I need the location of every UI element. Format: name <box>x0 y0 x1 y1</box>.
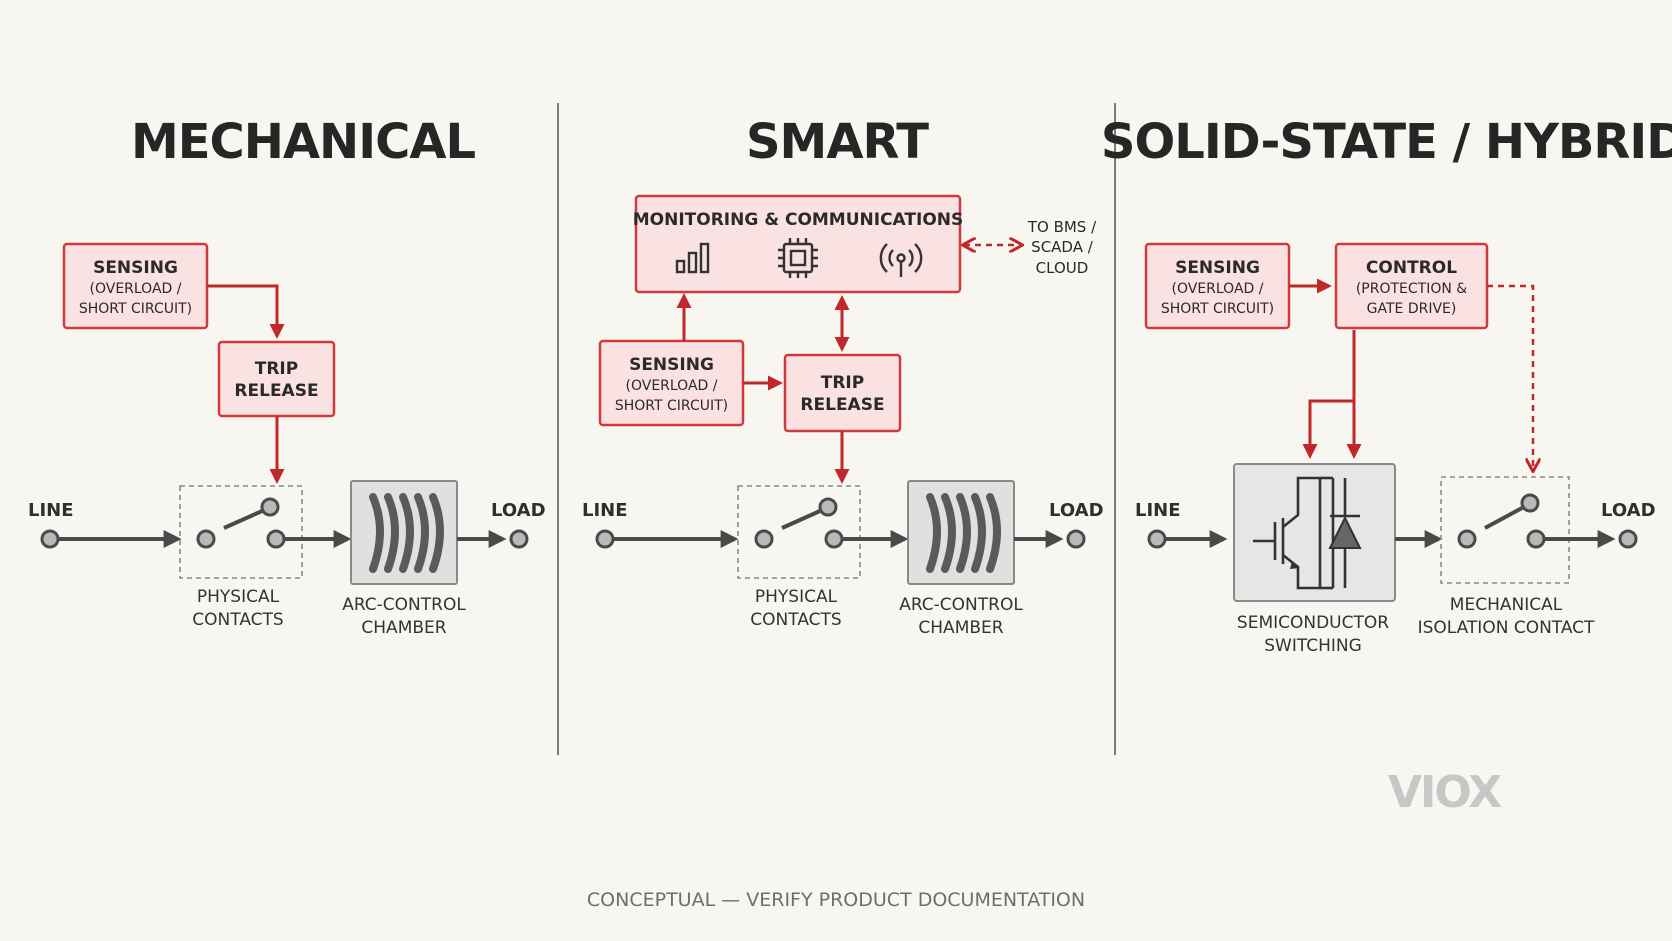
smart-load-label: LOAD <box>1049 500 1104 521</box>
mech-line-label: LINE <box>28 500 74 521</box>
smart-monitoring-title: MONITORING & COMMUNICATIONS <box>633 210 964 230</box>
smart-chamber-caption-2: CHAMBER <box>918 618 1003 638</box>
smart-contact-pivot <box>818 497 838 517</box>
mech-chamber-caption-2: CHAMBER <box>361 618 446 638</box>
mech-contacts-caption-2: CONTACTS <box>192 610 283 630</box>
mech-sensing-box: SENSING (OVERLOAD / SHORT CIRCUIT) <box>62 242 209 330</box>
smart-external-line2: SCADA / <box>1031 238 1094 256</box>
smart-monitoring-box: MONITORING & COMMUNICATIONS <box>633 194 964 294</box>
footer-disclaimer: CONCEPTUAL — VERIFY PRODUCT DOCUMENTATIO… <box>587 889 1085 911</box>
smart-contact-blade <box>781 509 821 530</box>
mech-trip-box: TRIP RELEASE <box>217 340 336 418</box>
hybrid-sensing-box: SENSING (OVERLOAD / SHORT CIRCUIT) <box>1144 242 1291 330</box>
chip-icon <box>778 238 818 278</box>
mech-chamber-caption-1: ARC-CONTROL <box>342 595 466 615</box>
smart-contact-moving <box>824 529 844 549</box>
mech-sensing-title: SENSING <box>93 258 178 278</box>
hybrid-isolation-caption-1: MECHANICAL <box>1450 595 1563 615</box>
hybrid-control-sub1: (PROTECTION & <box>1356 281 1467 297</box>
smart-trip-box: TRIP RELEASE <box>783 353 902 433</box>
hybrid-control-sub2: GATE DRIVE) <box>1367 301 1457 317</box>
hybrid-line-label: LINE <box>1135 500 1181 521</box>
hybrid-contact-pivot <box>1520 493 1540 513</box>
hybrid-semi-caption-2: SWITCHING <box>1264 636 1362 656</box>
panel-smart: SMART MONITORING & COMMUNICATIONS <box>582 114 1104 638</box>
semiconductor-switch-icon <box>1233 463 1396 602</box>
signal-bars-icon <box>675 242 710 274</box>
smart-trip-line2: RELEASE <box>800 395 884 415</box>
smart-line-label: LINE <box>582 500 628 521</box>
smart-sensing-box: SENSING (OVERLOAD / SHORT CIRCUIT) <box>598 339 745 427</box>
panel-hybrid: SOLID-STATE / HYBRID SENSING (OVERLOAD /… <box>1101 114 1672 656</box>
mech-trip-line1: TRIP <box>255 359 298 379</box>
mech-contact-pivot <box>260 497 280 517</box>
smart-arc-chamber <box>907 480 1015 585</box>
mech-load-label: LOAD <box>491 500 546 521</box>
smart-trip-line1: TRIP <box>821 373 864 393</box>
hybrid-semi-caption-1: SEMICONDUCTOR <box>1237 613 1389 633</box>
svg-text:VIOX: VIOX <box>1388 767 1502 818</box>
hybrid-line-terminal <box>1147 529 1167 549</box>
hybrid-control-title: CONTROL <box>1366 258 1457 278</box>
hybrid-control-box: CONTROL (PROTECTION & GATE DRIVE) <box>1334 242 1489 330</box>
hybrid-control-gate-arrow-2 <box>1302 399 1354 459</box>
mech-sensing-sub1: (OVERLOAD / <box>90 281 182 297</box>
smart-contacts-caption-1: PHYSICAL <box>755 587 838 607</box>
wireless-antenna-icon <box>879 243 923 277</box>
hybrid-sensing-sub1: (OVERLOAD / <box>1172 281 1264 297</box>
mech-contacts-box <box>179 485 303 579</box>
hybrid-sensing-sub2: SHORT CIRCUIT) <box>1161 301 1274 317</box>
hybrid-load-label: LOAD <box>1601 500 1656 521</box>
smart-chamber-caption-1: ARC-CONTROL <box>899 595 1023 615</box>
mech-contact-fixed <box>196 529 216 549</box>
hybrid-contact-blade <box>1484 506 1523 530</box>
smart-load-terminal <box>1066 529 1086 549</box>
smart-contacts-caption-2: CONTACTS <box>750 610 841 630</box>
panel-title-hybrid: SOLID-STATE / HYBRID <box>1101 114 1672 170</box>
mech-line-terminal <box>40 529 60 549</box>
mech-arc-chamber <box>350 480 458 585</box>
hybrid-load-terminal <box>1618 529 1638 549</box>
panel-title-mechanical: MECHANICAL <box>131 114 476 170</box>
hybrid-contact-moving <box>1526 529 1546 549</box>
smart-external-line1: TO BMS / <box>1027 218 1097 236</box>
mech-contact-blade <box>223 509 263 530</box>
smart-external-line3: CLOUD <box>1036 259 1089 277</box>
panel-mechanical: MECHANICAL SENSING (OVERLOAD / SHORT CIR… <box>28 114 546 638</box>
mech-contact-moving <box>266 529 286 549</box>
mech-load-terminal <box>509 529 529 549</box>
smart-sensing-sub2: SHORT CIRCUIT) <box>615 398 728 414</box>
smart-sensing-sub1: (OVERLOAD / <box>626 378 718 394</box>
mech-trip-line2: RELEASE <box>234 381 318 401</box>
smart-contacts-box <box>737 485 861 579</box>
mech-sensing-sub2: SHORT CIRCUIT) <box>79 301 192 317</box>
panel-title-smart: SMART <box>746 114 929 170</box>
hybrid-isolation-box <box>1440 476 1570 584</box>
smart-sensing-title: SENSING <box>629 355 714 375</box>
smart-contact-fixed <box>754 529 774 549</box>
hybrid-control-to-isolation-arrow <box>1487 284 1533 470</box>
hybrid-isolation-caption-2: ISOLATION CONTACT <box>1418 618 1595 638</box>
smart-line-terminal <box>595 529 615 549</box>
mech-contacts-caption-1: PHYSICAL <box>197 587 280 607</box>
hybrid-contact-fixed <box>1457 529 1477 549</box>
viox-logo: VIOX <box>1388 767 1504 818</box>
hybrid-sensing-title: SENSING <box>1175 258 1260 278</box>
mech-sensing-to-trip-arrow <box>207 284 285 339</box>
